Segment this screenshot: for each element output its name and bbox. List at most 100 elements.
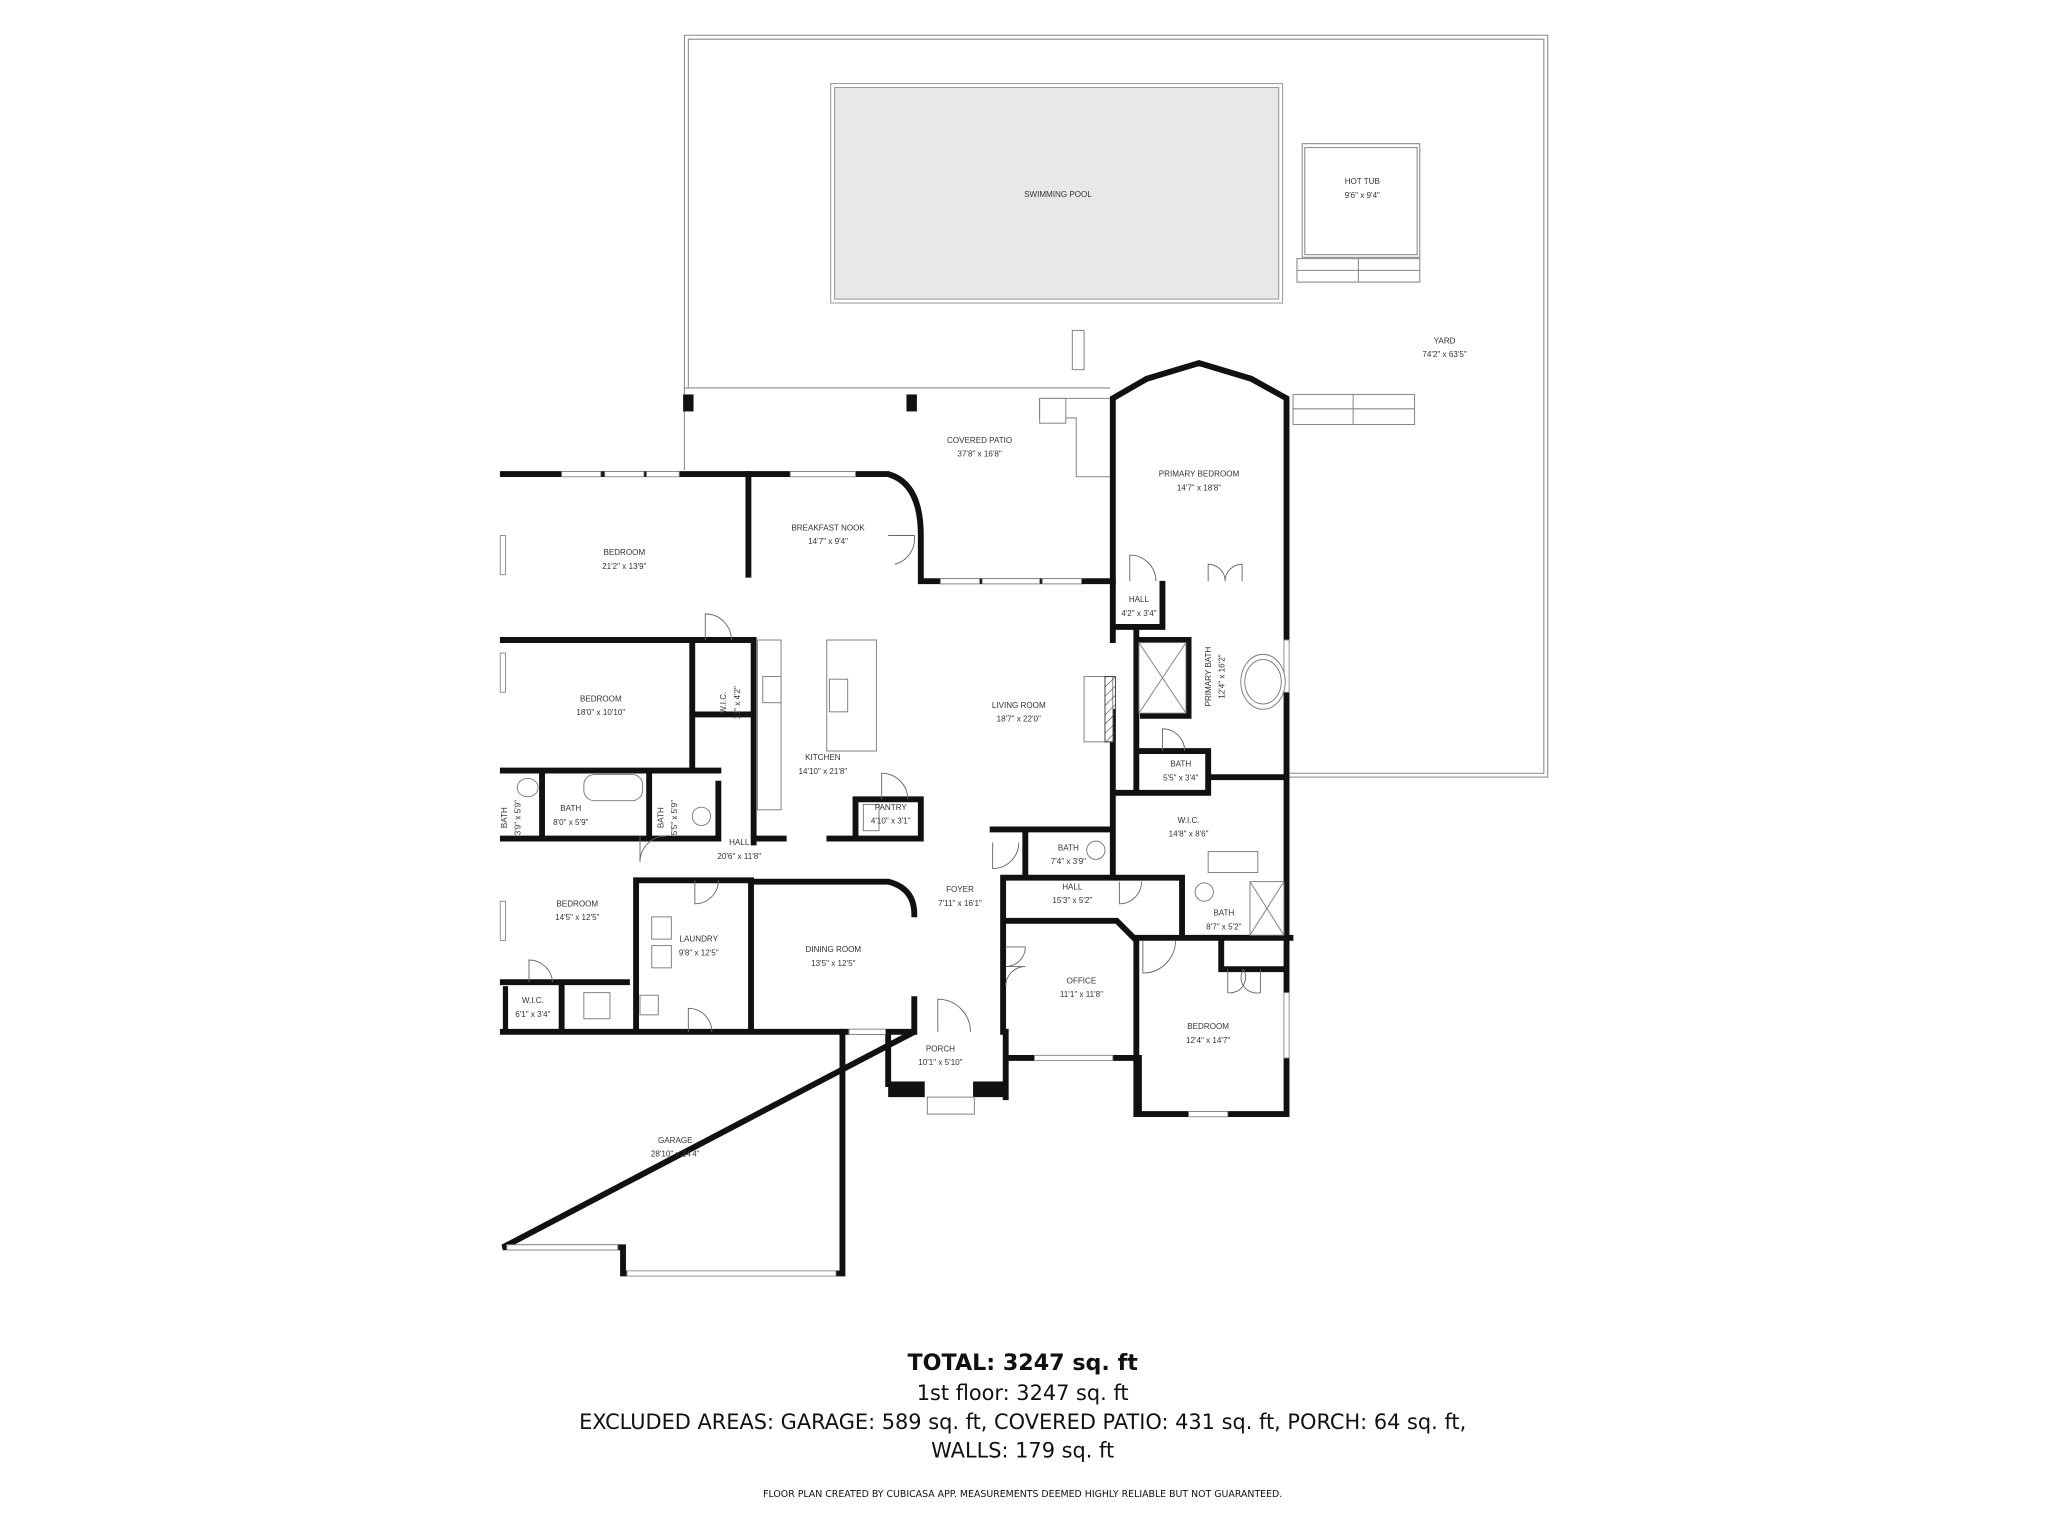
excluded-areas: EXCLUDED AREAS: GARAGE: 589 sq. ft, COVE… [579, 1410, 1466, 1434]
sink-icon [1194, 882, 1214, 902]
room-dimensions: 9'8" x 12'5" [679, 948, 719, 957]
fridge-icon [862, 804, 880, 832]
sink-icon [691, 806, 711, 826]
room-name: FOYER [946, 885, 974, 894]
room-dimensions: 18'7" x 22'0" [997, 715, 1041, 724]
sink-icon [516, 777, 539, 798]
room-dimensions: 14'5" x 12'5" [555, 913, 599, 922]
windows [499, 471, 1290, 1277]
room-dimensions: 18'0" x 10'10" [576, 708, 625, 717]
pool-water [834, 86, 1280, 300]
room-label: W.I.C.14'8" x 8'6" [1169, 816, 1209, 839]
shower-cross [1138, 642, 1187, 714]
porch-column [973, 1081, 1008, 1098]
yard-outline [683, 34, 1549, 778]
room-label: PANTRY 4'10" x 3'1" [871, 803, 911, 826]
room-dimensions: 13'5" x 12'5" [811, 959, 855, 968]
room-name: PORCH [926, 1044, 955, 1053]
room-dimensions: 28'10" x 24'4" [651, 1150, 700, 1159]
room-name: BREAKFAST NOOK [791, 523, 865, 532]
room-dimensions: 8'0" x 5'9" [553, 818, 588, 827]
room-dimensions: 5'5" x 3'4" [1163, 773, 1198, 782]
disclaimer: FLOOR PLAN CREATED BY CUBICASA APP. MEAS… [763, 1489, 1282, 1500]
room-label: COVERED PATIO 37'8" x 16'8" [947, 436, 1012, 459]
room-dimensions: 20'6" x 11'8" [717, 852, 761, 861]
kitchen-counter [757, 639, 782, 811]
room-dimensions: 8'7" x 5'2" [1206, 922, 1241, 931]
covered-patio [683, 387, 1111, 478]
room-label: YARD 74'2" x 63'5" [1422, 337, 1466, 360]
room-dimensions: 3'9" x 5'9" [513, 800, 522, 835]
room-dimensions: 9'6" x 9'4" [1345, 191, 1380, 200]
patio-column [906, 394, 917, 412]
room-label: BATH 7'4" x 3'9" [1051, 843, 1086, 866]
utility-sink-icon [639, 994, 659, 1016]
room-dimensions: 6'1" x 3'4" [515, 1010, 550, 1019]
room-label: W.I.C.11" x 4'2" [719, 686, 742, 719]
room-name: PANTRY [875, 803, 908, 812]
yard-steps [1071, 329, 1416, 426]
kitchen-island [826, 639, 877, 752]
room-name: COVERED PATIO [947, 436, 1012, 445]
room-name: DINING ROOM [805, 945, 861, 954]
room-name: BATH [500, 807, 509, 828]
room-dimensions: 74'2" x 63'5" [1422, 350, 1466, 359]
doors [528, 535, 1261, 1032]
stove-icon [762, 676, 782, 704]
sink-icon [828, 678, 849, 713]
room-name: HALL [729, 838, 750, 847]
room-name: BATH [1170, 760, 1191, 769]
room-name: W.I.C. [719, 692, 728, 714]
room-dimensions: 11'1" x 11'8" [1060, 990, 1103, 999]
fireplace-hatch-icon [1104, 676, 1116, 743]
room-name: GARAGE [658, 1136, 693, 1145]
room-dimensions: 7'11" x 16'1" [938, 899, 982, 908]
room-dimensions: 12'4" x 14'7" [1186, 1036, 1230, 1045]
room-name: KITCHEN [805, 753, 841, 762]
closet-shelf [1207, 851, 1259, 873]
room-label: KITCHEN 14'10" x 21'8" [798, 753, 847, 776]
room-label: BEDROOM 12'4" x 14'7" [1186, 1022, 1230, 1045]
room-name: HALL [1062, 882, 1083, 891]
porch-column [888, 1081, 925, 1098]
room-name: BATH [657, 807, 666, 828]
room-name: BATH [1213, 909, 1234, 918]
room-name: PRIMARY BEDROOM [1159, 470, 1240, 479]
room-dimensions: 4'10" x 3'1" [871, 817, 911, 826]
dryer-icon [651, 945, 672, 969]
washer-icon [651, 916, 672, 940]
area-summary: TOTAL: 3247 sq. ft 1st floor: 3247 sq. f… [579, 1350, 1466, 1500]
room-dimensions: 15'3" x 5'2" [1052, 896, 1092, 905]
room-name: BATH [1058, 843, 1079, 852]
grill-icon [1039, 397, 1067, 424]
room-dimensions: 4'2" x 3'4" [1121, 609, 1156, 618]
room-label: W.I.C.6'1" x 3'4" [515, 996, 550, 1019]
bathtub-icon [583, 774, 644, 802]
room-dimensions: 14'8" x 8'6" [1169, 830, 1209, 839]
room-dimensions: 5'5" x 5'9" [670, 800, 679, 835]
room-dimensions: 21'2" x 13'9" [602, 562, 646, 571]
room-dimensions: 14'10" x 21'8" [798, 767, 847, 776]
room-name: YARD [1434, 337, 1456, 346]
room-dimensions: 7'4" x 3'9" [1051, 857, 1086, 866]
porch-step [926, 1096, 975, 1115]
floor-area: 1st floor: 3247 sq. ft [917, 1381, 1129, 1405]
room-label: BATH 3'9" x 5'9" [500, 800, 523, 835]
bathtub-inner [1244, 659, 1282, 705]
total-area: TOTAL: 3247 sq. ft [908, 1350, 1139, 1376]
room-label: HALL 20'6" x 11'8" [717, 838, 761, 861]
sink-icon [1086, 840, 1106, 860]
shower-cross [1249, 881, 1285, 936]
room-dimensions: 12'4" x 16'2" [1217, 654, 1226, 698]
room-name: BEDROOM [1187, 1022, 1229, 1031]
room-dimensions: 37'8" x 16'8" [957, 449, 1001, 458]
